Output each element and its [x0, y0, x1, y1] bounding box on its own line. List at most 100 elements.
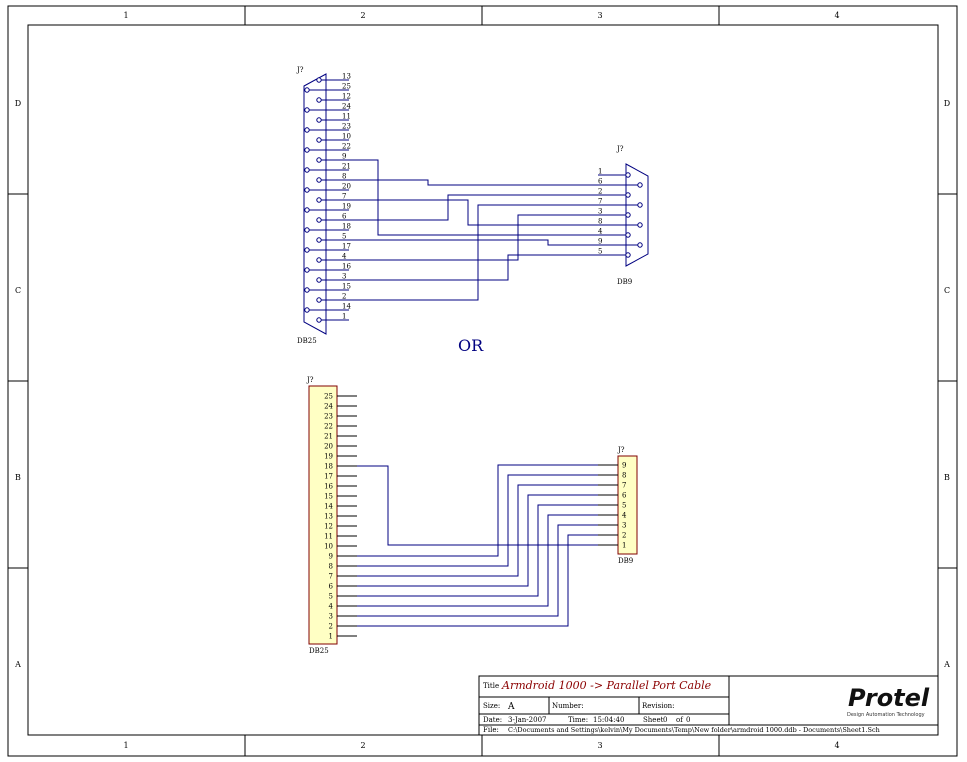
of-label: of: [676, 716, 684, 724]
top-db9-pin-number: 4: [598, 228, 603, 236]
top-db25-pin-number: 9: [342, 153, 346, 161]
top-db25-pin-number: 12: [342, 93, 351, 101]
top-wire: [349, 179, 598, 186]
zone-row-left: A: [14, 660, 21, 669]
top-db9-pin-contact: [625, 232, 631, 238]
top-db25-pin-contact: [316, 197, 322, 203]
bottom-db25-pin-number: 23: [324, 413, 333, 421]
top-db25-pin-number: 16: [342, 263, 351, 271]
bottom-db25-pin-number: 3: [329, 613, 333, 621]
file-label: File:: [483, 726, 499, 734]
time-value: 15:04:40: [593, 716, 624, 724]
bottom-wire: [357, 464, 598, 557]
top-db9-pin-contact: [637, 182, 643, 188]
bottom-db25-pin-number: 15: [324, 493, 333, 501]
bottom-db9-pin-number: 1: [622, 542, 626, 550]
zone-row-right: D: [944, 99, 950, 108]
top-db9-pin-number: 7: [598, 198, 602, 206]
bottom-db25-pin-number: 4: [329, 603, 334, 611]
top-db25-pin-contact: [316, 257, 322, 263]
top-db9-pin-number: 9: [598, 238, 602, 246]
bottom-db9-pin-number: 8: [622, 472, 626, 480]
top-db9-pin-number: 2: [598, 188, 602, 196]
date-value: 3-Jan-2007: [508, 716, 547, 724]
top-wire: [349, 214, 598, 261]
zone-col-bottom: 4: [834, 741, 839, 750]
bottom-db25-pin-number: 17: [324, 473, 333, 481]
zone-row-left: D: [15, 99, 21, 108]
number-label: Number:: [552, 702, 584, 710]
bottom-wire: [357, 484, 598, 577]
top-db25-pin-number: 19: [342, 203, 351, 211]
bottom-db25-pin-number: 11: [324, 533, 333, 541]
top-db25-pin-contact: [304, 187, 310, 193]
top-db9-designator: J?: [616, 145, 624, 153]
top-db25-pin-number: 4: [342, 253, 347, 261]
of-value: 0: [686, 716, 690, 724]
bottom-db25-pin-number: 9: [329, 553, 333, 561]
top-db9-shell: [625, 163, 649, 267]
bottom-wire: [357, 474, 598, 567]
top-db25-pin-contact: [304, 307, 310, 313]
top-db9-pin-number: 8: [598, 218, 602, 226]
top-db25-pin-contact: [304, 107, 310, 113]
bottom-db9-pin-number: 7: [622, 482, 626, 490]
bottom-db25-pins: 2524232221201918171615141312111098765432…: [324, 393, 357, 641]
top-db25-designator: J?: [296, 66, 304, 74]
bottom-db25-pin-number: 5: [329, 593, 333, 601]
top-db25-pin-number: 11: [342, 113, 351, 121]
size-label: Size:: [483, 702, 500, 710]
top-wires: [349, 159, 598, 301]
bottom-wire: [357, 534, 598, 627]
bottom-db9-pin-number: 6: [622, 492, 627, 500]
bottom-wire: [357, 504, 598, 597]
bottom-db25-label: DB25: [309, 647, 329, 655]
protel-tagline: Design Automation Technology: [847, 712, 925, 718]
size-value: A: [507, 702, 515, 712]
top-db25-pin-contact: [304, 167, 310, 173]
zone-row-left: C: [15, 286, 21, 295]
top-db25-pin-contact: [316, 97, 322, 103]
top-db25-pin-number: 1: [342, 313, 346, 321]
sheet-value: 0: [663, 716, 667, 724]
bottom-db25-pin-number: 14: [324, 503, 333, 511]
bottom-wire: [357, 494, 598, 587]
top-wire: [349, 204, 598, 301]
top-db25-pin-contact: [304, 147, 310, 153]
top-db25-pin-contact: [304, 227, 310, 233]
time-label: Time:: [568, 716, 588, 724]
bottom-db25-pin-number: 16: [324, 483, 333, 491]
top-db25-pin-contact: [316, 77, 322, 83]
top-db25-pin-contact: [304, 87, 310, 93]
top-db25-pin-contact: [304, 207, 310, 213]
bottom-wire: [357, 524, 598, 617]
bottom-db25-pin-number: 7: [329, 573, 333, 581]
zone-row-right: B: [944, 473, 950, 482]
file-path: C:\Documents and Settings\kelvin\My Docu…: [508, 726, 880, 734]
outer-border: [7, 5, 958, 757]
bottom-db25-pin-number: 22: [324, 423, 333, 431]
top-db25-pin-number: 14: [342, 303, 351, 311]
bottom-db25-pin-number: 20: [324, 443, 333, 451]
top-db9-pin-contact: [637, 202, 643, 208]
bottom-db25-pin-number: 25: [324, 393, 333, 401]
top-db25-pin-contact: [316, 277, 322, 283]
top-db25-pin-number: 25: [342, 83, 351, 91]
bottom-db9-pin-number: 3: [622, 522, 626, 530]
top-db9-pin-contact: [625, 172, 631, 178]
bottom-db9-label: DB9: [618, 557, 633, 565]
bottom-db9-header: [617, 455, 638, 555]
bottom-db9-designator: J?: [617, 446, 625, 454]
top-db9-pin-number: 3: [598, 208, 602, 216]
bottom-db9-pin-number: 2: [622, 532, 626, 540]
zone-col-bottom: 2: [360, 741, 365, 750]
top-wire: [349, 254, 598, 281]
zone-col-top: 1: [123, 11, 128, 20]
top-db9-label: DB9: [617, 278, 632, 286]
zone-col-bottom: 3: [597, 741, 602, 750]
title-block-frame: [478, 675, 939, 736]
top-db25-pin-contact: [316, 237, 322, 243]
bottom-db25-pin-number: 1: [329, 633, 333, 641]
top-db25-pin-number: 22: [342, 143, 351, 151]
